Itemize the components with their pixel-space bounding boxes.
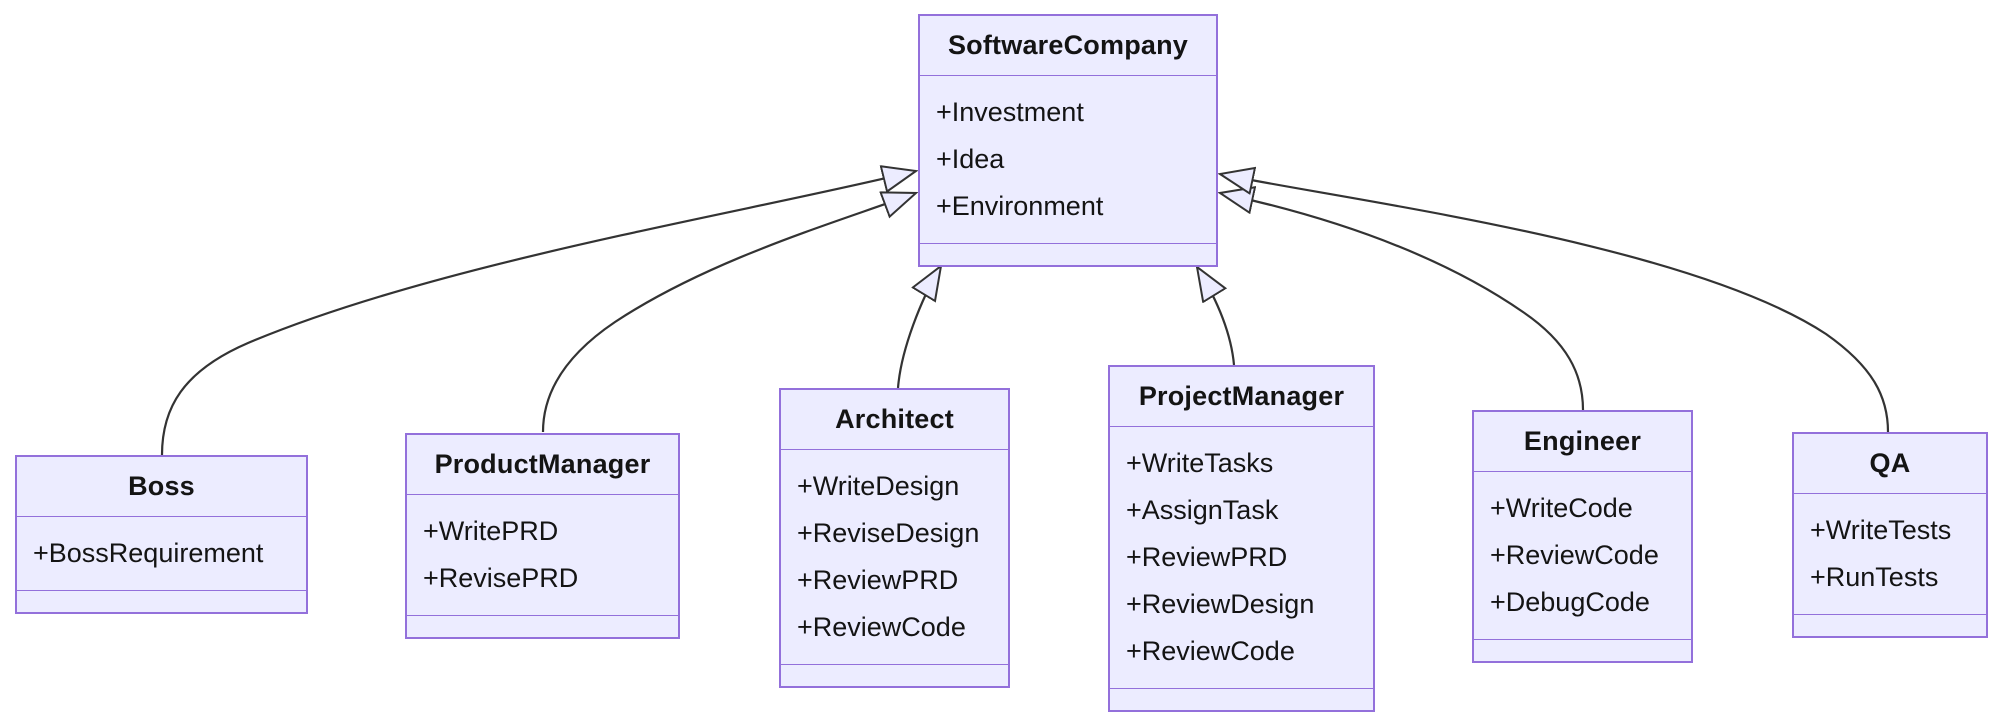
class-attribute: +Idea: [936, 144, 1005, 174]
class-node-architect: Architect +WriteDesign +ReviseDesign +Re…: [779, 388, 1010, 688]
class-attribute: +DebugCode: [1490, 587, 1650, 617]
class-attribute: +ReviseDesign: [797, 518, 980, 548]
class-attribute: +Environment: [936, 191, 1104, 221]
class-title: Architect: [781, 390, 1008, 450]
class-node-projectmanager: ProjectManager +WriteTasks +AssignTask +…: [1108, 365, 1375, 712]
class-attributes: +WritePRD +RevisePRD: [407, 495, 678, 615]
class-attribute: +WriteCode: [1490, 493, 1633, 523]
class-attribute: +WritePRD: [423, 516, 559, 546]
class-node-engineer: Engineer +WriteCode +ReviewCode +DebugCo…: [1472, 410, 1693, 663]
class-attribute: +ReviewDesign: [1126, 589, 1315, 619]
class-title: QA: [1794, 434, 1986, 494]
class-node-productmanager: ProductManager +WritePRD +RevisePRD: [405, 433, 680, 639]
class-attribute: +ReviewCode: [1490, 540, 1659, 570]
class-node-boss: Boss +BossRequirement: [15, 455, 308, 614]
class-attribute: +ReviewPRD: [1126, 542, 1288, 572]
class-attributes: +WriteDesign +ReviseDesign +ReviewPRD +R…: [781, 450, 1008, 664]
class-attributes: +WriteTasks +AssignTask +ReviewPRD +Revi…: [1110, 427, 1373, 688]
class-attribute: +ReviewCode: [797, 612, 966, 642]
class-attribute: +ReviewCode: [1126, 636, 1295, 666]
class-methods-empty: [1794, 614, 1986, 636]
class-attribute: +BossRequirement: [33, 538, 264, 568]
class-attribute: +Investment: [936, 97, 1084, 127]
class-attribute: +AssignTask: [1126, 495, 1279, 525]
class-title: SoftwareCompany: [920, 16, 1216, 76]
class-title: ProjectManager: [1110, 367, 1373, 427]
inheritance-edge-productmanager-softwarecompany: [541, 193, 916, 433]
inheritance-edge-engineer-softwarecompany: [1220, 193, 1585, 411]
class-attributes: +WriteCode +ReviewCode +DebugCode: [1474, 472, 1691, 639]
inheritance-edge-qa-softwarecompany: [1220, 174, 1890, 433]
inheritance-edge-architect-softwarecompany: [896, 266, 941, 389]
class-methods-empty: [781, 664, 1008, 686]
class-attribute: +RunTests: [1810, 562, 1939, 592]
class-attribute: +WriteTests: [1810, 515, 1952, 545]
class-title: Engineer: [1474, 412, 1691, 472]
class-title: ProductManager: [407, 435, 678, 495]
class-methods-empty: [920, 243, 1216, 265]
inheritance-edge-projectmanager-softwarecompany: [1197, 267, 1236, 366]
class-attribute: +ReviewPRD: [797, 565, 959, 595]
class-title: Boss: [17, 457, 306, 517]
class-attributes: +Investment +Idea +Environment: [920, 76, 1216, 243]
class-methods-empty: [407, 615, 678, 637]
class-attributes: +WriteTests +RunTests: [1794, 494, 1986, 614]
class-attribute: +WriteTasks: [1126, 448, 1274, 478]
class-methods-empty: [1110, 688, 1373, 710]
class-methods-empty: [17, 590, 306, 612]
class-attribute: +RevisePRD: [423, 563, 579, 593]
class-node-qa: QA +WriteTests +RunTests: [1792, 432, 1988, 638]
class-attributes: +BossRequirement: [17, 517, 306, 590]
inheritance-edge-boss-softwarecompany: [160, 171, 916, 456]
class-methods-empty: [1474, 639, 1691, 661]
class-node-softwarecompany: SoftwareCompany +Investment +Idea +Envir…: [918, 14, 1218, 267]
class-attribute: +WriteDesign: [797, 471, 960, 501]
